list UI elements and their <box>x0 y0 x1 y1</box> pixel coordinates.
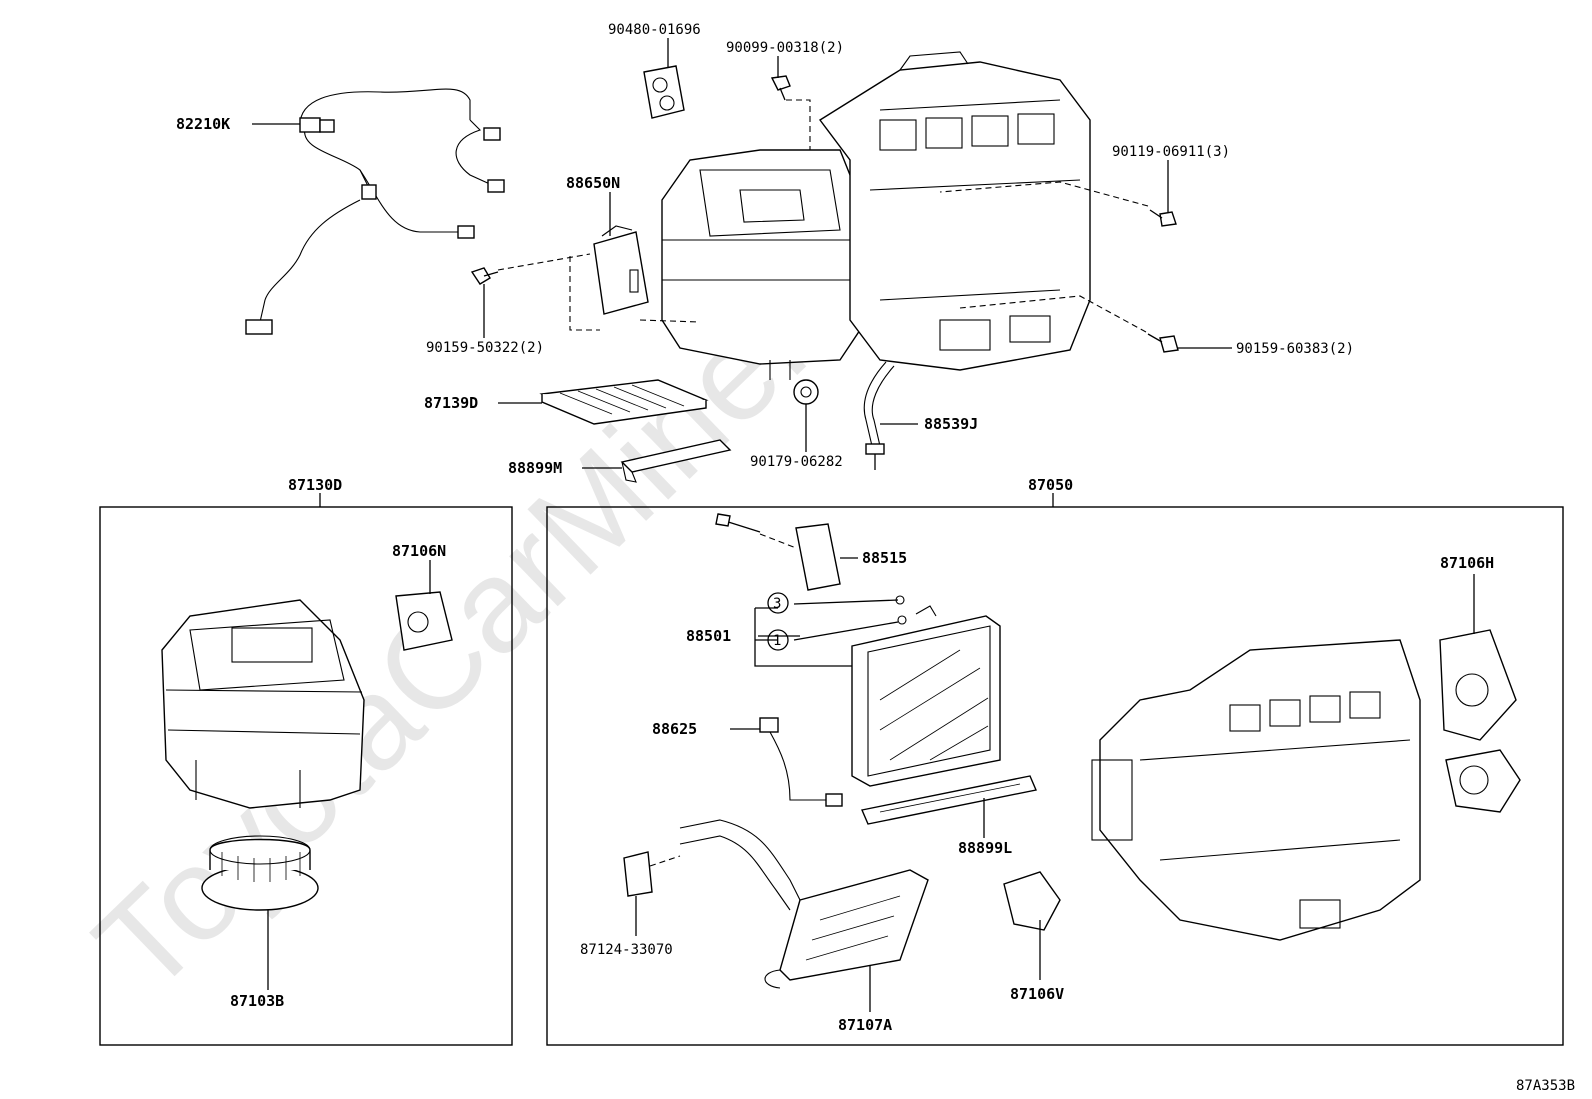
label-90480-01696: 90480-01696 <box>608 22 701 38</box>
screw-90119-06911 <box>1149 209 1177 227</box>
screw-88515 <box>715 513 761 533</box>
label-88899M: 88899M <box>508 459 562 477</box>
label-90159-60383: 90159-60383(2) <box>1236 341 1354 357</box>
label-88539J: 88539J <box>924 415 978 433</box>
servo-87106V <box>1003 871 1061 931</box>
label-87106H: 87106H <box>1440 554 1494 572</box>
clamp-87124-33070 <box>623 851 653 897</box>
amplifier-88650N <box>593 225 649 315</box>
grommet-90179-06282 <box>793 379 819 405</box>
label-82210K: 82210K <box>176 115 230 133</box>
case-88899M <box>620 439 732 483</box>
thermistor-88625 <box>759 717 843 807</box>
expansion-valve-88515 <box>795 523 841 591</box>
label-88501: 88501 <box>686 627 731 645</box>
case-88899L <box>861 775 1037 825</box>
label-group-87130D: 87130D <box>288 476 342 494</box>
label-90099-00318: 90099-00318(2) <box>726 40 844 56</box>
screw-90099-00318 <box>770 75 791 101</box>
wire-harness-82210K <box>245 88 505 335</box>
label-group-87050: 87050 <box>1028 476 1073 494</box>
label-90179-06282: 90179-06282 <box>750 454 843 470</box>
label-88625: 88625 <box>652 720 697 738</box>
label-88899L: 88899L <box>958 839 1012 857</box>
screw-90159-60383 <box>1147 333 1179 353</box>
callout-circle-3 <box>767 592 789 614</box>
label-88515: 88515 <box>862 549 907 567</box>
heater-core-87107A <box>679 819 929 989</box>
label-90159-50322: 90159-50322(2) <box>426 340 544 356</box>
label-90119-06911: 90119-06911(3) <box>1112 144 1230 160</box>
servo-87106H <box>1439 629 1521 813</box>
label-87124-33070: 87124-33070 <box>580 942 673 958</box>
screw-90159-50322 <box>470 267 499 285</box>
drain-hose-88539J <box>863 361 895 470</box>
callout-circle-1 <box>767 629 789 651</box>
evaporator-88501 <box>851 605 1001 787</box>
group-frame-87050 <box>546 506 1564 1046</box>
label-87106V: 87106V <box>1010 985 1064 1003</box>
label-88650N: 88650N <box>566 174 620 192</box>
blower-case-87130D <box>161 599 365 809</box>
label-87103B: 87103B <box>230 992 284 1010</box>
heater-blower-assembly-top <box>661 51 1091 380</box>
blower-motor-87103B <box>201 835 319 911</box>
servo-87106N <box>395 591 453 651</box>
label-87139D: 87139D <box>424 394 478 412</box>
label-87106N: 87106N <box>392 542 446 560</box>
diagram-code: 87A353B <box>1516 1078 1575 1094</box>
heater-unit-assembly-87050 <box>1091 639 1421 941</box>
grommet-90480-01696 <box>643 65 685 119</box>
air-filter-87139D <box>539 379 709 425</box>
callout-3: 3 <box>773 596 781 612</box>
callout-1: 1 <box>773 633 781 649</box>
label-87107A: 87107A <box>838 1016 892 1034</box>
group-frame-87130D <box>99 506 513 1046</box>
